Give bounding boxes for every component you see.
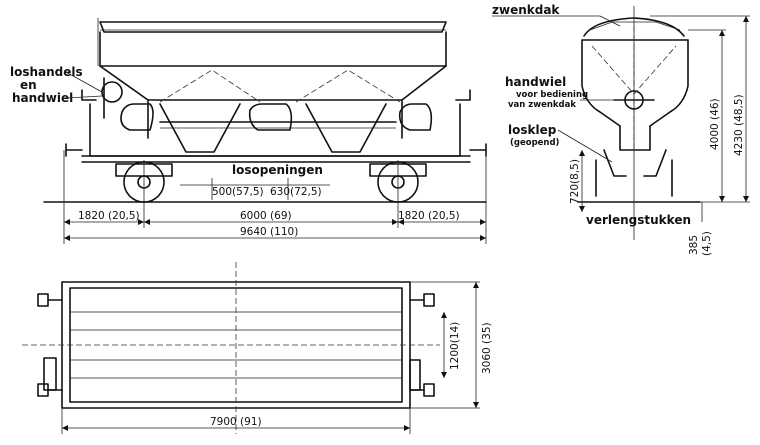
label-loshandels: loshandels — [10, 65, 83, 79]
label-zwenkdak: zwenkdak — [492, 3, 560, 17]
label-verlengstukken: verlengstukken — [586, 213, 691, 227]
label-losklep: losklep — [508, 123, 557, 137]
label-en: en — [20, 78, 37, 92]
label-losopeningen: losopeningen — [232, 163, 323, 177]
dim-height-720: 720(8,5) — [569, 159, 581, 204]
dim-opening-630: 630(72,5) — [270, 186, 322, 198]
dim-height-4230: 4230 (48,5) — [733, 94, 745, 156]
label-geopend: (geopend) — [510, 138, 560, 148]
end-view — [577, 6, 750, 240]
dim-overhang-right: 1820 (20,5) — [398, 210, 460, 222]
dim-total-length: 9640 (110) — [240, 226, 298, 238]
label-handwiel: handwiel — [12, 91, 73, 105]
dim-height-385: 385 — [688, 235, 700, 255]
label-handwiel-right: handwiel — [505, 75, 566, 89]
dim-height-4000: 4000 (46) — [709, 98, 721, 150]
dim-body-length: 7900 (91) — [210, 416, 262, 428]
dim-width-3060: 3060 (35) — [481, 322, 493, 374]
dim-width-1200: 1200(14) — [449, 322, 461, 370]
dim-height-385-sub: (4,5) — [701, 231, 713, 256]
label-van-zwenkdak: van zwenkdak — [508, 100, 576, 110]
dim-opening-500: 500(57,5) — [212, 186, 264, 198]
label-voor-bediening: voor bediening — [516, 90, 588, 100]
top-view — [22, 262, 480, 434]
dim-wheelbase: 6000 (69) — [240, 210, 292, 222]
dim-overhang-left: 1820 (20,5) — [78, 210, 140, 222]
side-view — [43, 18, 487, 244]
